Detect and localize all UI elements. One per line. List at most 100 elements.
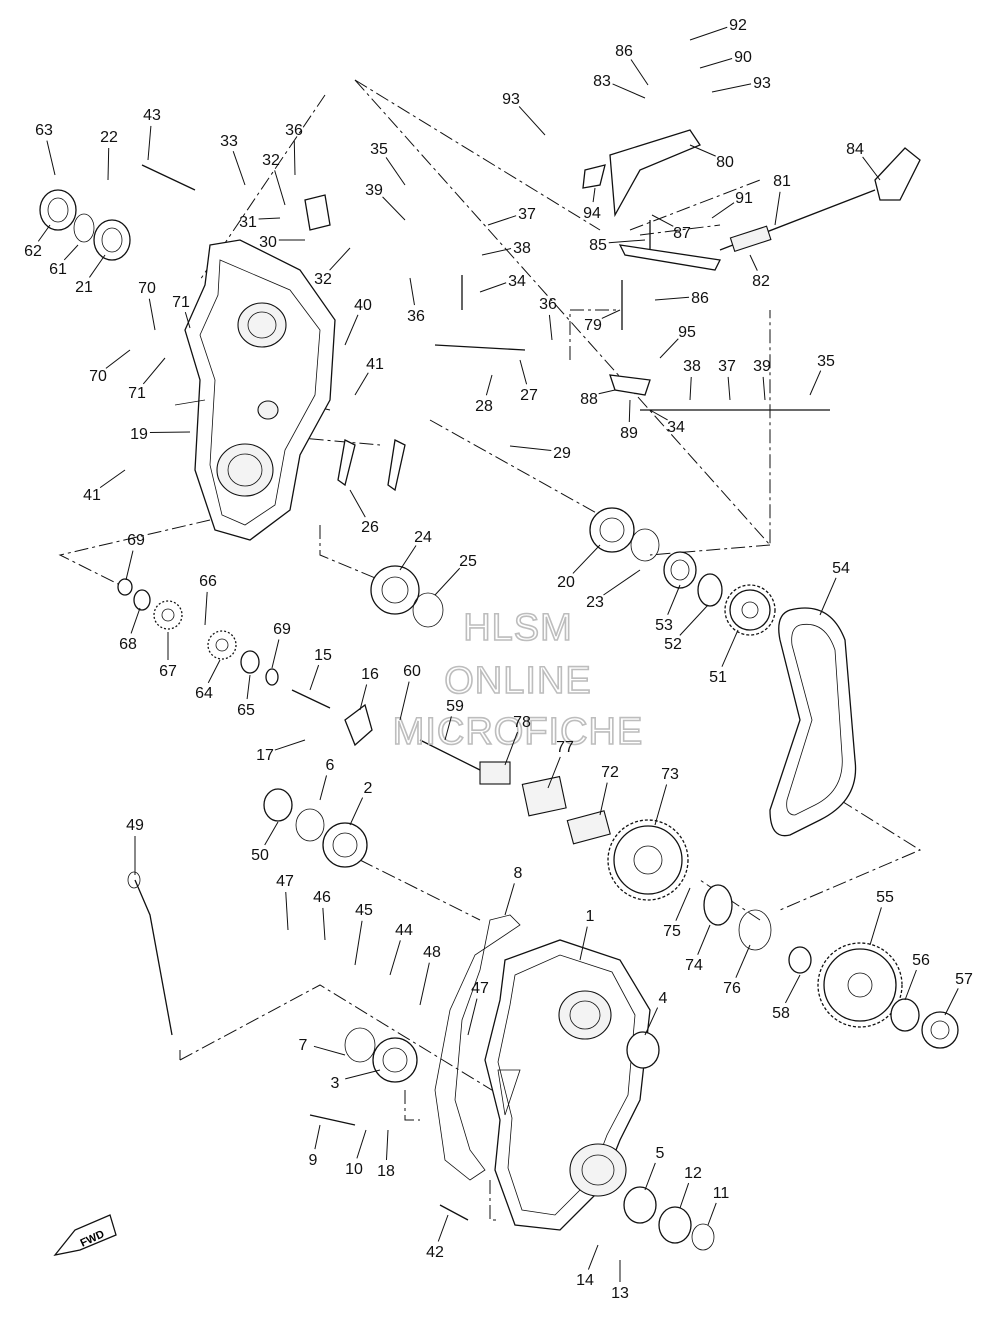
leader-line bbox=[271, 639, 280, 669]
leader-line bbox=[148, 298, 156, 331]
part-number-label: 27 bbox=[520, 387, 538, 404]
part-number-label: 19 bbox=[130, 426, 148, 443]
leader-line bbox=[46, 140, 56, 176]
leader-line bbox=[697, 924, 711, 955]
leader-line bbox=[504, 731, 518, 766]
part-number-label: 69 bbox=[273, 621, 291, 638]
leader-line bbox=[675, 887, 691, 921]
leader-line bbox=[345, 1069, 381, 1080]
leader-line bbox=[184, 311, 191, 329]
part-number-label: 69 bbox=[127, 532, 145, 549]
part-number-label: 41 bbox=[83, 487, 101, 504]
part-number-label: 41 bbox=[366, 356, 384, 373]
leader-line bbox=[274, 170, 286, 206]
leader-line bbox=[246, 674, 251, 700]
leader-line bbox=[434, 567, 461, 596]
leader-line bbox=[437, 1214, 449, 1242]
leader-line bbox=[654, 296, 690, 301]
leader-line bbox=[689, 26, 728, 41]
leader-line bbox=[679, 1182, 690, 1209]
part-number-label: 38 bbox=[513, 240, 531, 257]
part-number-label: 35 bbox=[817, 353, 835, 370]
leader-line bbox=[309, 664, 320, 691]
part-number-label: 67 bbox=[159, 663, 177, 680]
leader-line bbox=[99, 469, 126, 489]
part-number-label: 11 bbox=[713, 1185, 730, 1202]
part-number-label: 4 bbox=[659, 990, 668, 1007]
leader-line bbox=[313, 1045, 346, 1056]
leader-line bbox=[344, 314, 359, 346]
leader-line bbox=[479, 282, 507, 293]
part-number-label: 93 bbox=[753, 75, 771, 92]
leader-line bbox=[904, 969, 917, 1001]
part-number-label: 3 bbox=[331, 1075, 340, 1092]
gears bbox=[153, 584, 903, 1028]
part-number-label: 39 bbox=[365, 182, 383, 199]
part-number-label: 42 bbox=[426, 1244, 444, 1261]
part-number-label: 80 bbox=[716, 154, 734, 171]
part-number-label: 65 bbox=[237, 702, 255, 719]
leader-line bbox=[599, 782, 608, 816]
leader-line bbox=[579, 926, 588, 961]
part-number-label: 77 bbox=[556, 739, 574, 756]
leader-line bbox=[63, 244, 79, 261]
leader-line bbox=[37, 224, 51, 242]
leader-line bbox=[518, 106, 546, 136]
part-number-label: 10 bbox=[345, 1161, 363, 1178]
part-number-label: 54 bbox=[832, 560, 850, 577]
part-number-label: 2 bbox=[364, 780, 373, 797]
leader-line bbox=[264, 821, 279, 846]
part-number-label: 17 bbox=[256, 747, 274, 764]
leader-line bbox=[419, 962, 430, 1006]
part-number-label: 71 bbox=[128, 385, 146, 402]
leader-line bbox=[749, 254, 758, 271]
leader-line bbox=[149, 431, 191, 434]
part-number-label: 9 bbox=[309, 1152, 318, 1169]
part-number-label: 39 bbox=[753, 358, 771, 375]
leader-line bbox=[399, 681, 410, 721]
part-number-label: 29 bbox=[553, 445, 571, 462]
leader-line bbox=[869, 907, 882, 946]
leader-line bbox=[125, 550, 134, 581]
leader-line bbox=[667, 584, 681, 615]
part-number-label: 83 bbox=[593, 73, 611, 90]
part-number-label: 21 bbox=[75, 279, 93, 296]
leader-line bbox=[107, 147, 110, 181]
leader-line bbox=[319, 775, 328, 801]
watermark-line2: ONLINE bbox=[444, 660, 591, 702]
part-number-label: 23 bbox=[586, 594, 604, 611]
leader-line bbox=[654, 784, 668, 826]
part-number-label: 93 bbox=[502, 91, 520, 108]
part-number-label: 76 bbox=[723, 980, 741, 997]
leader-line bbox=[612, 83, 646, 99]
part-number-label: 91 bbox=[735, 190, 753, 207]
watermark: HLSM ONLINE MICROFICHE bbox=[392, 606, 643, 754]
part-number-label: 95 bbox=[678, 324, 696, 341]
part-number-label: 32 bbox=[314, 271, 332, 288]
part-number-label: 43 bbox=[143, 107, 161, 124]
leader-line bbox=[651, 214, 674, 227]
part-number-label: 50 bbox=[251, 847, 269, 864]
part-number-label: 16 bbox=[361, 666, 379, 683]
leader-line bbox=[644, 1162, 656, 1191]
leader-line bbox=[689, 376, 692, 401]
part-number-label: 36 bbox=[407, 308, 425, 325]
part-number-label: 57 bbox=[955, 971, 973, 988]
part-number-label: 24 bbox=[414, 529, 432, 546]
part-number-label: 34 bbox=[667, 419, 685, 436]
part-number-label: 6 bbox=[326, 757, 335, 774]
part-number-label: 28 bbox=[475, 398, 493, 415]
bearings-and-seals bbox=[39, 189, 959, 1251]
part-number-label: 92 bbox=[729, 17, 747, 34]
leader-line bbox=[293, 140, 296, 176]
leader-line bbox=[809, 370, 822, 396]
part-number-label: 84 bbox=[846, 141, 864, 158]
leader-line bbox=[487, 215, 517, 226]
part-number-label: 47 bbox=[471, 980, 489, 997]
part-number-label: 48 bbox=[423, 944, 441, 961]
leader-line bbox=[608, 239, 646, 244]
part-number-label: 25 bbox=[459, 553, 477, 570]
leader-line bbox=[356, 1129, 367, 1159]
part-number-label: 51 bbox=[709, 669, 727, 686]
leader-line bbox=[944, 988, 959, 1016]
